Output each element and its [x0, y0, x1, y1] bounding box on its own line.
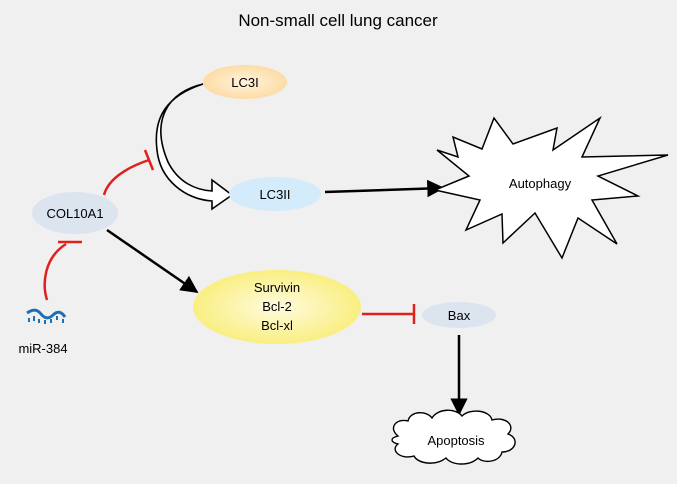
lc3i-label: LC3I [231, 75, 258, 90]
survivin-label: Survivin [254, 280, 300, 295]
bax-label: Bax [448, 308, 471, 323]
lc3i-node: LC3I [203, 65, 287, 99]
bcl2-label: Bcl-2 [262, 299, 292, 314]
lc3ii-to-autophagy-arrow [324, 179, 445, 198]
bax-node: Bax [422, 302, 496, 328]
col10a1-node: COL10A1 [32, 192, 118, 234]
mirna-label: miR-384 [18, 341, 67, 356]
survivin-bcl-node: Survivin Bcl-2 Bcl-xl [193, 270, 361, 344]
col10a1-to-survivin-arrow [106, 228, 199, 294]
mir384-inhibits-col10a1 [43, 240, 82, 301]
lc3ii-node: LC3II [229, 177, 321, 211]
lc3ii-label: LC3II [259, 187, 290, 202]
col10a1-inhibits-lc3-conversion [102, 149, 155, 196]
col10a1-label: COL10A1 [46, 206, 103, 221]
apoptosis-label: Apoptosis [427, 433, 485, 448]
mirna-strand-icon [26, 308, 67, 324]
autophagy-label: Autophagy [509, 176, 572, 191]
diagram-title: Non-small cell lung cancer [238, 11, 438, 30]
lc3i-to-lc3ii-conversion-arrow [155, 83, 234, 211]
survivin-inhibits-bax [362, 304, 416, 324]
bclxl-label: Bcl-xl [261, 318, 293, 333]
apoptosis-node: Apoptosis [391, 409, 516, 465]
autophagy-node: Autophagy [432, 115, 669, 260]
